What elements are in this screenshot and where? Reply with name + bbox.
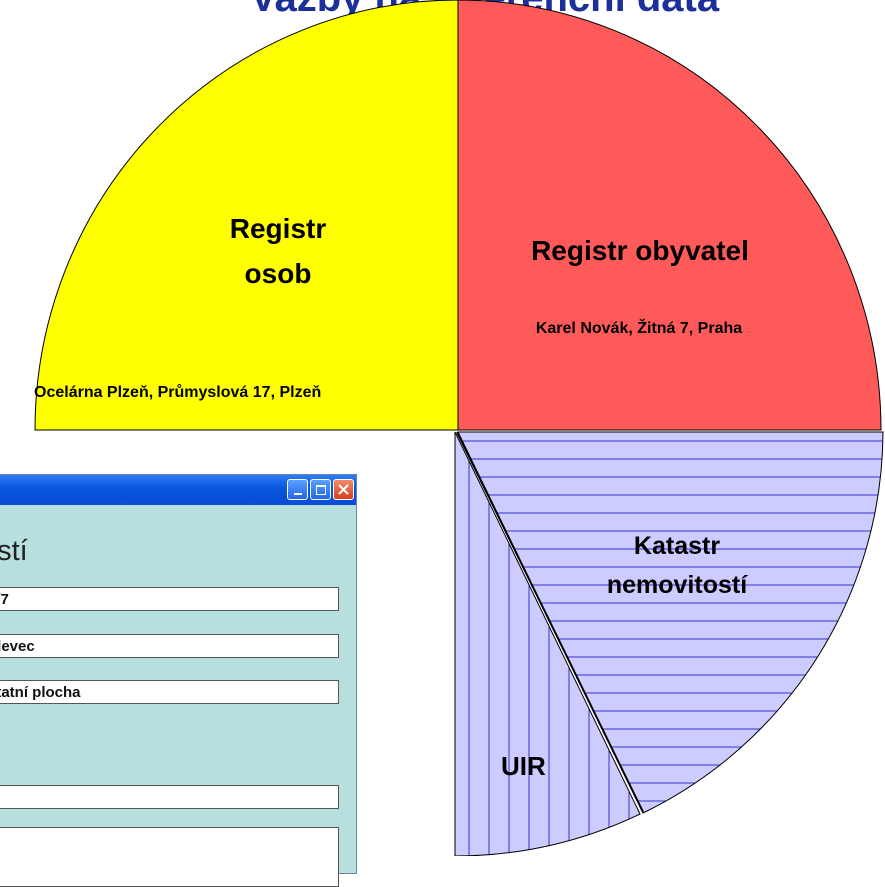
sector-katastr-nemovitosti: [457, 431, 884, 814]
field-land-type[interactable]: statní plocha: [0, 680, 339, 704]
sector-registr-osob: [34, 0, 459, 431]
minimize-button[interactable]: [287, 479, 308, 500]
label-uir: UIR: [501, 751, 546, 781]
label-registr-osob-2: osob: [245, 258, 312, 289]
window-heading: ostí: [0, 535, 28, 567]
restore-icon: [315, 484, 326, 495]
restore-button[interactable]: [310, 479, 331, 500]
label-registr-osob-example: Ocelárna Plzeň, Průmyslová 17, Plzeň: [34, 384, 321, 401]
minimize-icon: [293, 492, 302, 495]
field-cadastral-area[interactable]: olevec: [0, 634, 339, 658]
reference-data-pie: Registr osob Ocelárna Plzeň, Průmyslová …: [34, 0, 884, 856]
close-button[interactable]: [333, 479, 354, 500]
window-titlebar[interactable]: [0, 475, 356, 505]
window-content: ostí 5/7 olevec statní plocha: [0, 505, 356, 887]
close-icon: [338, 484, 349, 495]
divider-line: [456, 431, 644, 813]
property-window: ostí 5/7 olevec statní plocha: [0, 474, 357, 887]
sector-registr-obyvatel: [457, 0, 882, 431]
field-empty-1[interactable]: [0, 785, 339, 809]
label-katastr-1: Katastr: [634, 532, 720, 560]
field-empty-2[interactable]: [0, 827, 339, 887]
label-registr-obyvatel: Registr obyvatel: [531, 235, 749, 266]
label-registr-osob-1: Registr: [230, 213, 327, 244]
label-katastr-2: nemovitostí: [607, 571, 748, 599]
field-parcel-number[interactable]: 5/7: [0, 587, 339, 611]
label-registr-obyvatel-example: Karel Novák, Žitná 7, Praha: [536, 318, 742, 337]
